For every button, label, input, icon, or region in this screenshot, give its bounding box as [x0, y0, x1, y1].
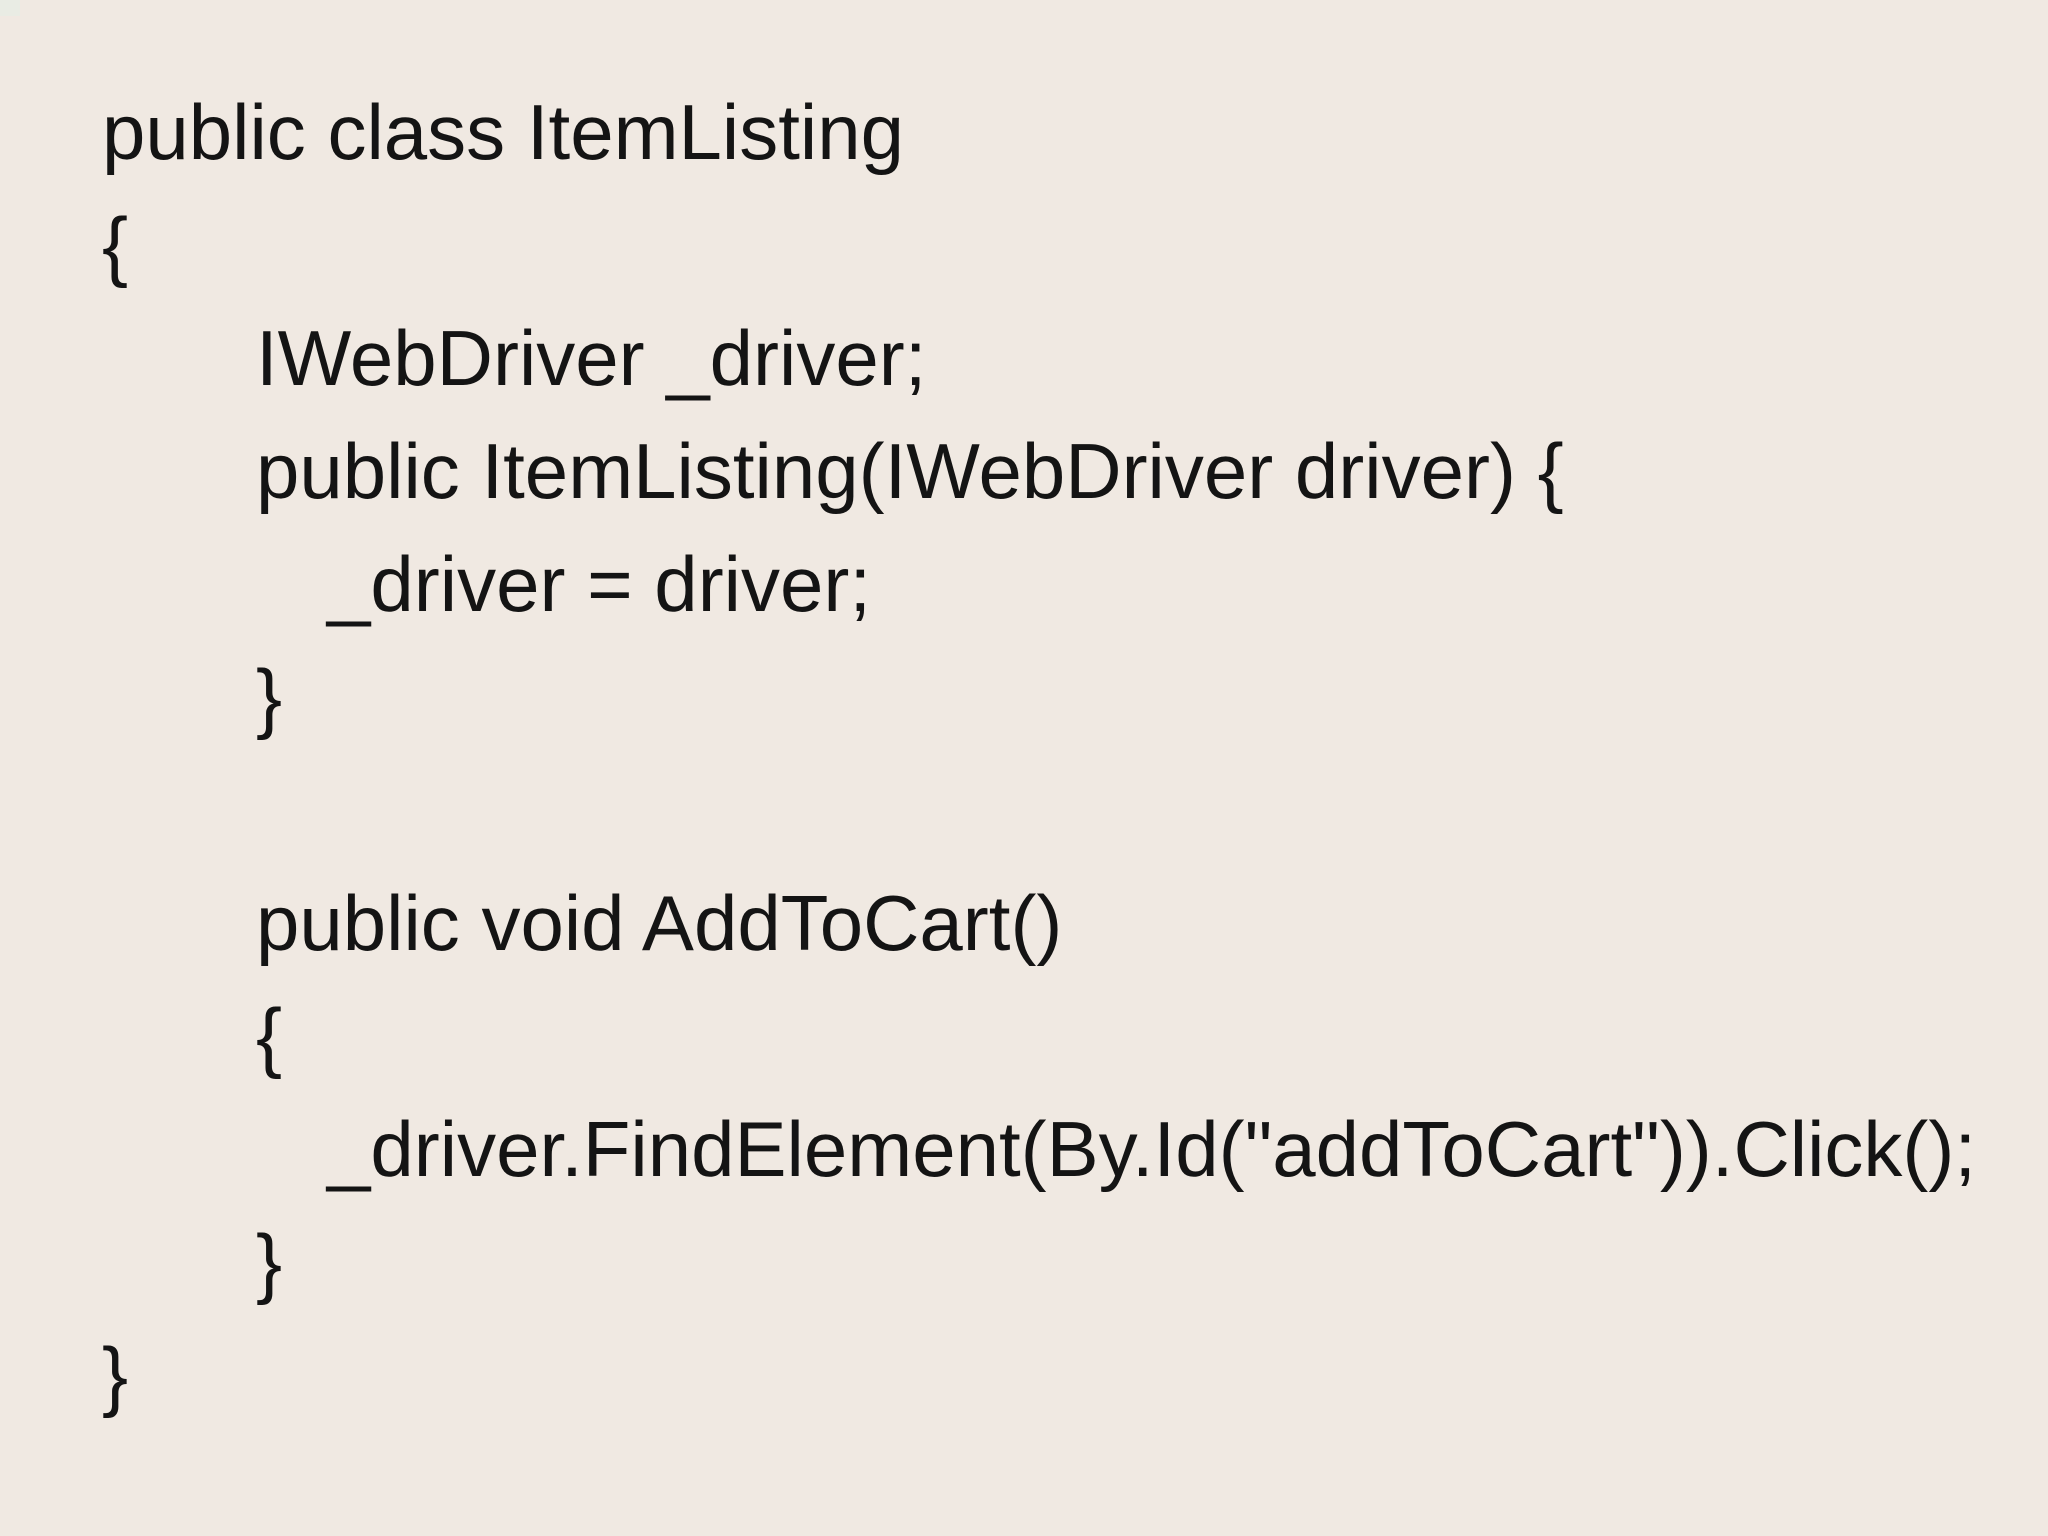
corner-artifact: [0, 0, 20, 16]
code-line: {: [256, 992, 283, 1080]
code-line: }: [102, 1331, 129, 1419]
code-line: _driver = driver;: [327, 540, 872, 628]
code-line: IWebDriver _driver;: [256, 314, 927, 402]
code-line: public ItemListing(IWebDriver driver) {: [256, 427, 1564, 515]
code-line: public void AddToCart(): [256, 879, 1063, 967]
code-line: {: [102, 201, 129, 289]
code-line: }: [256, 1218, 283, 1306]
code-line: }: [256, 653, 283, 741]
code-line: [0, 754, 2048, 867]
code-line: public class ItemListing: [102, 88, 905, 176]
code-block: public class ItemListing { IWebDriver _dri…: [0, 88, 2048, 1419]
code-line: _driver.FindElement(By.Id("addToCart")).…: [327, 1105, 1977, 1193]
